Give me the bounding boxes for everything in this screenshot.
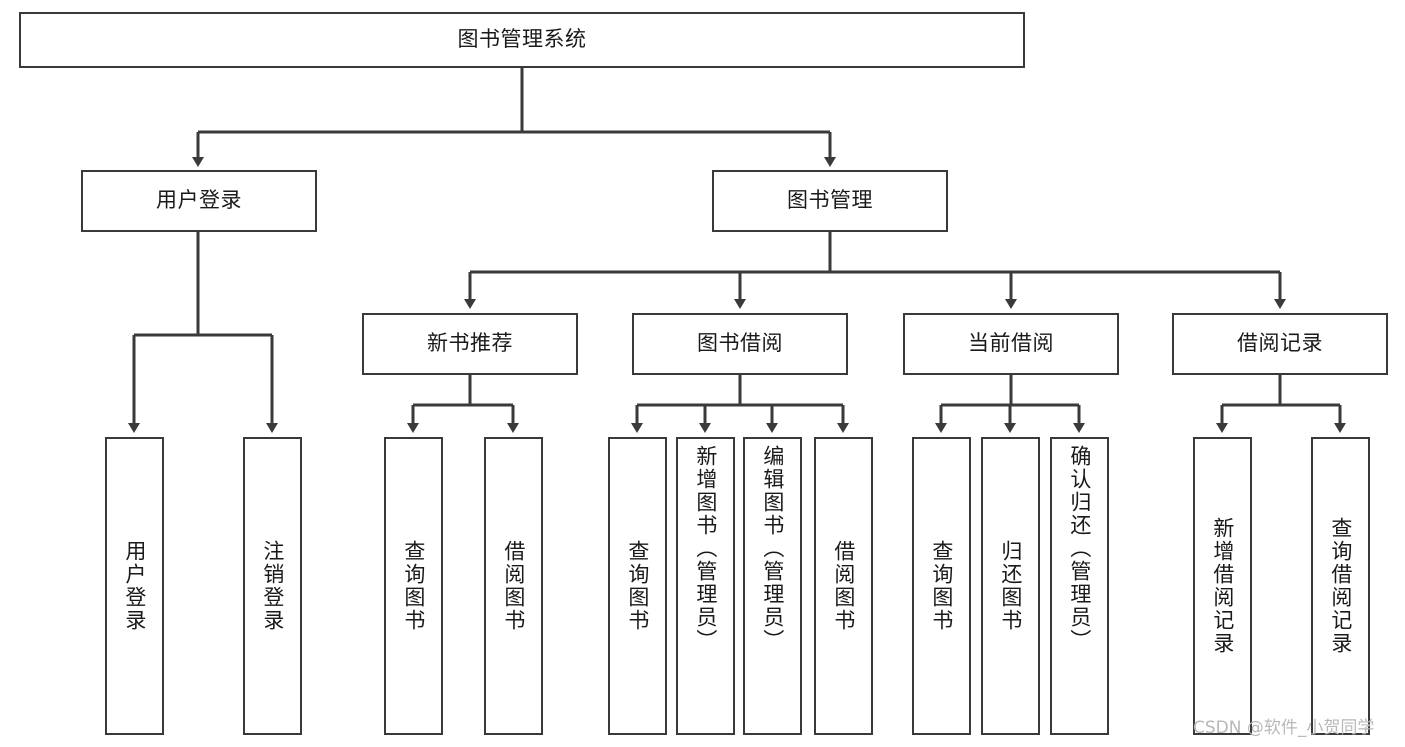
node-root-system[interactable]: 图书管理系统 <box>19 12 1025 68</box>
leaf-query-book-1[interactable]: 查询图书 <box>384 437 443 735</box>
leaf-add-book-admin-label: 新增图书（管理员） <box>693 445 718 652</box>
node-book-management[interactable]: 图书管理 <box>712 170 948 232</box>
leaf-query-borrow-record-label: 查询借阅记录 <box>1328 517 1353 655</box>
leaf-logout[interactable]: 注销登录 <box>243 437 302 735</box>
leaf-confirm-return-admin-label: 确认归还（管理员） <box>1067 445 1092 652</box>
leaf-confirm-return-admin[interactable]: 确认归还（管理员） <box>1050 437 1109 735</box>
leaf-borrow-book-2-label: 借阅图书 <box>831 540 856 632</box>
leaf-add-borrow-record-label: 新增借阅记录 <box>1210 517 1235 655</box>
node-root-system-label: 图书管理系统 <box>457 27 587 52</box>
leaf-add-borrow-record[interactable]: 新增借阅记录 <box>1193 437 1252 735</box>
node-book-borrow-label: 图书借阅 <box>697 331 783 356</box>
node-current-borrow-label: 当前借阅 <box>968 331 1054 356</box>
node-borrow-record-label: 借阅记录 <box>1237 331 1323 356</box>
leaf-user-login[interactable]: 用户登录 <box>105 437 164 735</box>
leaf-return-book-label: 归还图书 <box>998 540 1023 632</box>
leaf-query-book-2[interactable]: 查询图书 <box>608 437 667 735</box>
node-new-book-recommend-label: 新书推荐 <box>427 331 513 356</box>
leaf-borrow-book-2[interactable]: 借阅图书 <box>814 437 873 735</box>
leaf-borrow-book-1-label: 借阅图书 <box>501 540 526 632</box>
leaf-query-book-3-label: 查询图书 <box>929 540 954 632</box>
leaf-query-borrow-record[interactable]: 查询借阅记录 <box>1311 437 1370 735</box>
leaf-edit-book-admin-label: 编辑图书（管理员） <box>760 445 785 652</box>
node-current-borrow[interactable]: 当前借阅 <box>903 313 1119 375</box>
leaf-add-book-admin[interactable]: 新增图书（管理员） <box>676 437 735 735</box>
leaf-user-login-label: 用户登录 <box>122 540 147 632</box>
leaf-query-book-2-label: 查询图书 <box>625 540 650 632</box>
node-new-book-recommend[interactable]: 新书推荐 <box>362 313 578 375</box>
node-book-management-label: 图书管理 <box>787 188 873 213</box>
csdn-watermark: CSDN @软件_小贺同学 <box>1193 718 1375 738</box>
leaf-edit-book-admin[interactable]: 编辑图书（管理员） <box>743 437 802 735</box>
leaf-return-book[interactable]: 归还图书 <box>981 437 1040 735</box>
node-user-login-label: 用户登录 <box>156 188 242 213</box>
leaf-query-book-3[interactable]: 查询图书 <box>912 437 971 735</box>
node-borrow-record[interactable]: 借阅记录 <box>1172 313 1388 375</box>
node-user-login[interactable]: 用户登录 <box>81 170 317 232</box>
leaf-logout-label: 注销登录 <box>260 540 285 632</box>
leaf-query-book-1-label: 查询图书 <box>401 540 426 632</box>
node-book-borrow[interactable]: 图书借阅 <box>632 313 848 375</box>
leaf-borrow-book-1[interactable]: 借阅图书 <box>484 437 543 735</box>
